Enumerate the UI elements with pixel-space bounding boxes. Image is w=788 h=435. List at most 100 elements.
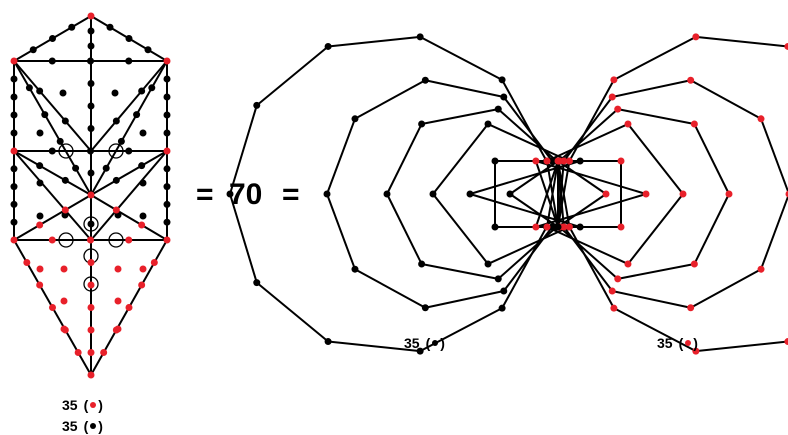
shared-vertex-dot — [554, 223, 562, 231]
black-dot — [139, 212, 147, 220]
polygon-vertex-dot — [757, 115, 765, 123]
red-dot — [60, 297, 68, 305]
polygon-edge — [690, 268, 762, 309]
red-dot — [60, 325, 68, 333]
polygon-edge — [256, 45, 329, 107]
equals-sign-left: = — [196, 178, 214, 211]
polygon-edge — [501, 79, 548, 162]
black-dot — [133, 111, 141, 119]
polygon-edge — [509, 160, 559, 195]
polygon-vertex-dot — [351, 115, 359, 123]
polygon-vertex-dot — [608, 93, 616, 101]
black-dot — [102, 164, 110, 172]
polygon-edge — [546, 123, 629, 162]
black-dot — [163, 75, 171, 83]
polygon-edge — [546, 160, 559, 228]
polygon-edge — [256, 281, 329, 343]
red-dot — [36, 281, 44, 289]
edge-line — [13, 60, 92, 196]
vertex-dot — [10, 147, 18, 155]
edge-line — [90, 194, 168, 241]
diagram-dots — [10, 12, 788, 379]
polygon-vertex-dot — [687, 76, 695, 84]
black-dot — [10, 129, 18, 137]
polygon-vertex-dot — [687, 304, 695, 312]
polygon-edge — [558, 226, 619, 280]
polygon-vertex-dot — [614, 105, 622, 113]
polygon-edge — [535, 160, 647, 195]
red-dot — [100, 349, 108, 356]
polygon-vertex-dot — [429, 190, 437, 198]
diagram-lines — [13, 15, 788, 376]
black-dot — [10, 183, 18, 191]
red-dot — [61, 206, 69, 214]
polygon-edge — [760, 193, 788, 270]
polygon-vertex-dot — [323, 190, 331, 198]
black-dot — [36, 179, 44, 187]
black-dot — [29, 46, 37, 54]
polygon-vertex-dot — [602, 190, 610, 198]
polygon-edge — [613, 307, 697, 353]
black-dot — [48, 57, 56, 65]
polygon-edge — [695, 340, 788, 353]
edge-line — [13, 60, 92, 152]
red-dot — [125, 236, 133, 244]
red-dot — [114, 265, 122, 273]
polygon-edge — [432, 193, 489, 265]
polygon-edge — [497, 108, 558, 162]
red-dot — [112, 206, 120, 214]
polygon-edge — [534, 160, 559, 228]
black-dot — [87, 220, 95, 228]
red-dot-icon — [685, 340, 692, 346]
black-dot — [138, 87, 146, 95]
polygon-edge — [627, 193, 684, 265]
ringed-dot-circle — [58, 232, 74, 248]
red-dot — [139, 265, 147, 273]
edge-line — [13, 150, 92, 196]
black-dot — [68, 23, 76, 31]
polygon-edge — [386, 193, 423, 265]
black-dot — [106, 23, 114, 31]
red-dot — [114, 297, 122, 305]
polygon-edge — [419, 35, 503, 81]
polygon-vertex-dot — [351, 265, 359, 273]
polygon-vertex-dot — [494, 105, 502, 113]
polygon-edge — [326, 193, 356, 270]
polygon-vertex-dot — [624, 260, 632, 268]
vertex-dot — [10, 236, 18, 244]
polygon-vertex-dot — [421, 76, 429, 84]
vertex-dot — [163, 57, 171, 65]
polygon-vertex-dot — [617, 223, 625, 231]
polygon-edge — [509, 193, 559, 228]
black-polygons-count: 35 — [404, 335, 420, 351]
polygon-vertex-dot — [548, 157, 556, 165]
red-dot — [150, 259, 158, 266]
black-dot — [59, 89, 67, 97]
red-dot — [87, 259, 95, 266]
polygon-vertex-dot — [416, 33, 424, 41]
polygon-edge — [617, 262, 695, 280]
polygon-vertex-dot — [576, 223, 584, 231]
red-dot — [36, 265, 44, 273]
polygon-edge — [229, 105, 258, 195]
polygon-edge — [501, 226, 548, 309]
black-dot — [36, 212, 44, 220]
black-dot — [87, 80, 95, 87]
polygon-vertex-dot — [560, 157, 568, 165]
black-dot — [87, 27, 95, 35]
polygon-vertex-dot — [679, 190, 687, 198]
black-dot — [139, 129, 147, 137]
polygon-vertex-dot — [466, 190, 474, 198]
black-dot — [61, 117, 69, 125]
black-dot — [56, 137, 64, 145]
black-dot — [125, 57, 133, 65]
polygon-vertex-dot — [757, 265, 765, 273]
edge-line — [90, 60, 168, 196]
left-red-count: 35 — [62, 397, 78, 413]
polygon-vertex-dot — [421, 304, 429, 312]
black-dot — [163, 200, 171, 208]
red-dot — [87, 236, 94, 244]
red-dot — [23, 259, 31, 266]
ringed-dot-circle — [83, 276, 99, 292]
polygon-edge — [535, 193, 647, 228]
